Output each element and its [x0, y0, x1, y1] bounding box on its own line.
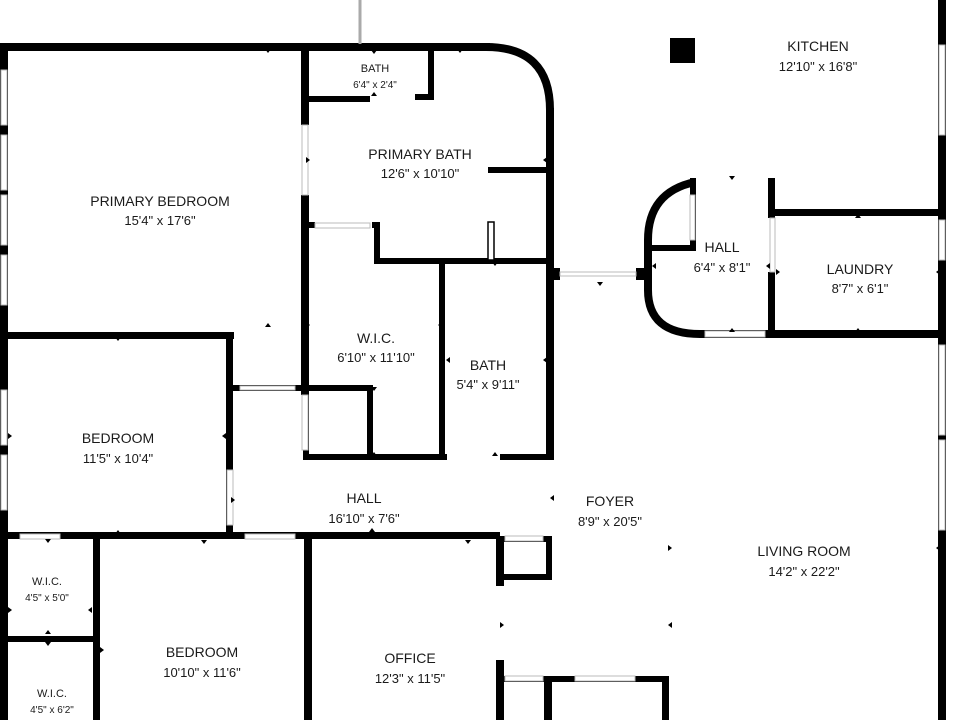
room-name: HALL: [346, 490, 381, 506]
room-primary-bedroom[interactable]: PRIMARY BEDROOM 15'4" x 17'6": [90, 193, 230, 228]
room-name: BATH: [361, 63, 390, 75]
room-dims: 12'6" x 10'10": [381, 166, 460, 181]
room-hall-upper[interactable]: HALL 6'4" x 8'1": [694, 239, 751, 275]
room-living-room[interactable]: LIVING ROOM 14'2" x 22'2": [757, 543, 850, 579]
room-wic-primary[interactable]: W.I.C. 6'10" x 11'10": [337, 330, 415, 365]
room-name: HALL: [704, 239, 739, 255]
room-hall-main[interactable]: HALL 16'10" x 7'6": [328, 490, 400, 526]
room-name: FOYER: [586, 493, 634, 509]
room-dims: 14'2" x 22'2": [768, 564, 840, 579]
room-dims: 12'10" x 16'8": [779, 59, 858, 74]
room-name: W.I.C.: [357, 330, 395, 346]
room-office[interactable]: OFFICE 12'3" x 11'5": [375, 650, 446, 686]
room-name: BEDROOM: [82, 430, 154, 446]
room-name: BEDROOM: [166, 644, 238, 660]
room-dims: 11'5" x 10'4": [83, 451, 154, 466]
room-dims: 15'4" x 17'6": [124, 213, 196, 228]
room-dims: 6'4" x 2'4": [353, 80, 397, 91]
room-bath-mid[interactable]: BATH 5'4" x 9'11": [456, 357, 519, 392]
room-labels: KITCHEN 12'10" x 16'8" BATH 6'4" x 2'4" …: [25, 38, 894, 716]
room-name: BATH: [470, 357, 506, 373]
room-dims: 16'10" x 7'6": [328, 511, 400, 526]
windows: [0, 44, 946, 682]
room-name: LAUNDRY: [827, 261, 894, 277]
room-laundry[interactable]: LAUNDRY 8'7" x 6'1": [827, 261, 894, 296]
room-name: W.I.C.: [32, 576, 62, 588]
room-dims: 8'9" x 20'5": [578, 514, 642, 529]
room-wic-a[interactable]: W.I.C. 4'5" x 5'0": [25, 576, 69, 604]
room-dims: 4'5" x 5'0": [25, 593, 69, 604]
room-name: W.I.C.: [37, 688, 67, 700]
room-kitchen[interactable]: KITCHEN 12'10" x 16'8": [779, 38, 858, 74]
room-name: KITCHEN: [787, 38, 848, 54]
room-name: PRIMARY BATH: [368, 146, 471, 162]
room-name: OFFICE: [384, 650, 435, 666]
room-bedroom-2[interactable]: BEDROOM 10'10" x 11'6": [163, 644, 241, 680]
dimension-ticks: [8, 49, 940, 653]
room-dims: 8'7" x 6'1": [832, 281, 889, 296]
room-name: LIVING ROOM: [757, 543, 850, 559]
room-primary-bath[interactable]: PRIMARY BATH 12'6" x 10'10": [368, 146, 471, 181]
room-dims: 6'4" x 8'1": [694, 260, 751, 275]
room-dims: 5'4" x 9'11": [456, 377, 519, 392]
room-bedroom-1[interactable]: BEDROOM 11'5" x 10'4": [82, 430, 154, 466]
room-dims: 4'5" x 6'2": [30, 705, 74, 716]
room-dims: 6'10" x 11'10": [337, 350, 415, 365]
room-foyer[interactable]: FOYER 8'9" x 20'5": [578, 493, 642, 529]
room-name: PRIMARY BEDROOM: [90, 193, 230, 209]
room-bath-small[interactable]: BATH 6'4" x 2'4": [353, 63, 397, 91]
room-dims: 10'10" x 11'6": [163, 665, 241, 680]
room-dims: 12'3" x 11'5": [375, 671, 446, 686]
room-wic-b[interactable]: W.I.C. 4'5" x 6'2": [30, 688, 74, 716]
